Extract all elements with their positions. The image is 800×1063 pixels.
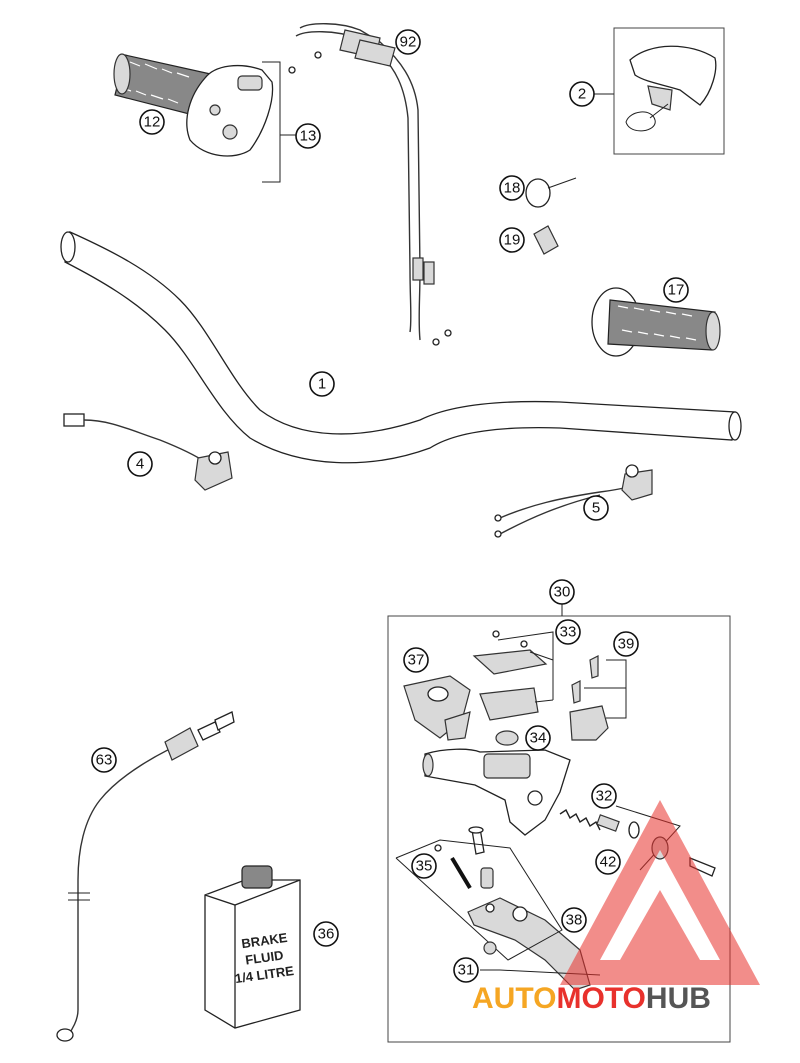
callout-12: 12 — [139, 109, 165, 135]
brake-fluid-bottle — [204, 865, 301, 1029]
svg-text:19: 19 — [504, 232, 521, 249]
svg-text:31: 31 — [458, 962, 475, 979]
svg-text:38: 38 — [566, 912, 583, 929]
svg-text:18: 18 — [504, 180, 521, 197]
adjuster-spring — [559, 808, 620, 832]
svg-text:30: 30 — [554, 584, 571, 601]
watermark-logo — [560, 800, 760, 985]
callout-38: 38 — [561, 907, 587, 933]
svg-text:34: 34 — [530, 730, 547, 747]
svg-text:5: 5 — [592, 500, 600, 517]
callout-30: 30 — [549, 579, 575, 605]
clutch-hose — [56, 711, 235, 1042]
clutch-lever — [467, 897, 591, 991]
svg-text:92: 92 — [400, 34, 417, 51]
callout-2: 2 — [569, 81, 595, 107]
callout-31: 31 — [453, 957, 479, 983]
push-rod — [434, 844, 472, 890]
kill-switch-right — [494, 464, 653, 538]
svg-text:36: 36 — [318, 926, 335, 943]
svg-text:32: 32 — [596, 788, 613, 805]
left-grip — [591, 287, 721, 357]
callout-1: 1 — [309, 371, 335, 397]
leader-33 — [497, 631, 554, 703]
diaphragm — [495, 730, 519, 746]
bottle-label-line1: BRAKE — [240, 930, 288, 951]
clutch-assembly-frame — [387, 615, 731, 1043]
callout-4: 4 — [127, 451, 153, 477]
svg-text:39: 39 — [618, 636, 635, 653]
leader-39 — [584, 659, 627, 719]
pivot-bolt — [468, 826, 494, 889]
svg-text:17: 17 — [668, 282, 685, 299]
callout-36: 36 — [313, 921, 339, 947]
kill-switch-left — [63, 413, 233, 491]
cable-sleeve — [533, 225, 559, 255]
master-cylinder-body — [422, 748, 571, 836]
svg-text:4: 4 — [136, 456, 144, 473]
svg-text:42: 42 — [600, 854, 617, 871]
callout-5: 5 — [583, 495, 609, 521]
callout-34: 34 — [525, 725, 551, 751]
master-cylinder-cover — [403, 675, 471, 741]
callout-33: 33 — [555, 619, 581, 645]
svg-text:35: 35 — [416, 858, 433, 875]
leader-13 — [262, 61, 296, 183]
callout-92: 92 — [395, 29, 421, 55]
svg-text:63: 63 — [96, 752, 113, 769]
svg-text:13: 13 — [300, 128, 317, 145]
callout-32: 32 — [591, 783, 617, 809]
callout-35: 35 — [411, 853, 437, 879]
bottle-label-line2: FLUID — [244, 947, 284, 967]
svg-text:37: 37 — [408, 652, 425, 669]
callout-18: 18 — [499, 175, 525, 201]
svg-text:12: 12 — [144, 114, 161, 131]
reservoir-cap — [472, 630, 548, 721]
throttle-housing — [186, 64, 274, 157]
callout-63: 63 — [91, 747, 117, 773]
clamp-screws — [569, 655, 609, 741]
callout-37: 37 — [403, 647, 429, 673]
callout-19: 19 — [499, 227, 525, 253]
callout-39: 39 — [613, 631, 639, 657]
handguard-kit — [613, 27, 725, 155]
watermark-text: AUTOMOTOHUB — [472, 982, 711, 1015]
callout-42: 42 — [595, 849, 621, 875]
throttle-cables — [288, 23, 452, 346]
callout-13: 13 — [295, 123, 321, 149]
svg-text:33: 33 — [560, 624, 577, 641]
svg-text:1: 1 — [318, 376, 326, 393]
callout-17: 17 — [663, 277, 689, 303]
cable-tie — [525, 177, 577, 208]
handlebar — [60, 231, 742, 464]
lever-nut — [483, 941, 497, 955]
svg-text:2: 2 — [578, 86, 586, 103]
